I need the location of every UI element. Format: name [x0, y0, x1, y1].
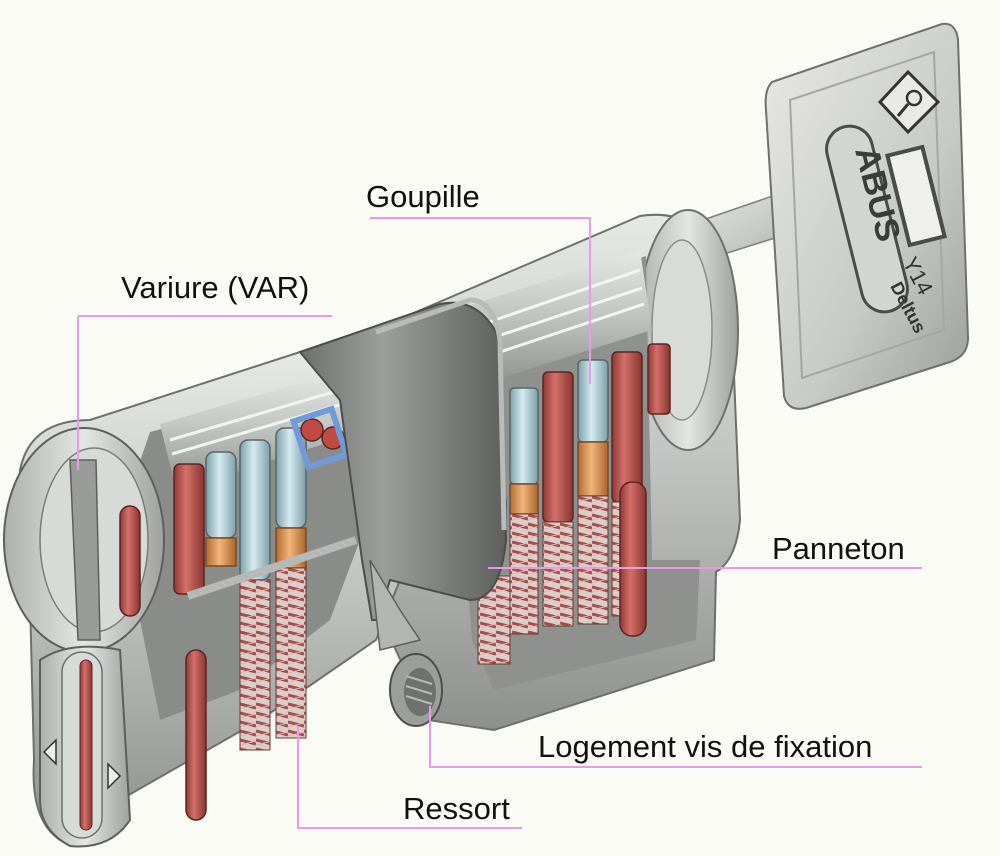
label-logement-vis: Logement vis de fixation — [538, 729, 873, 764]
label-variure: Variure (VAR) — [121, 270, 310, 305]
leader-ressort — [297, 726, 522, 829]
key — [667, 22, 970, 410]
leader-logement — [429, 706, 922, 768]
label-panneton: Panneton — [772, 531, 905, 566]
leader-goupille — [370, 217, 591, 384]
screw-hole — [389, 653, 443, 727]
label-goupille: Goupille — [366, 179, 480, 214]
left-pin-stack — [173, 405, 358, 751]
leader-variure — [77, 315, 332, 470]
label-ressort: Ressort — [403, 791, 510, 826]
leader-lines — [77, 217, 922, 829]
centre-cam — [298, 297, 508, 651]
